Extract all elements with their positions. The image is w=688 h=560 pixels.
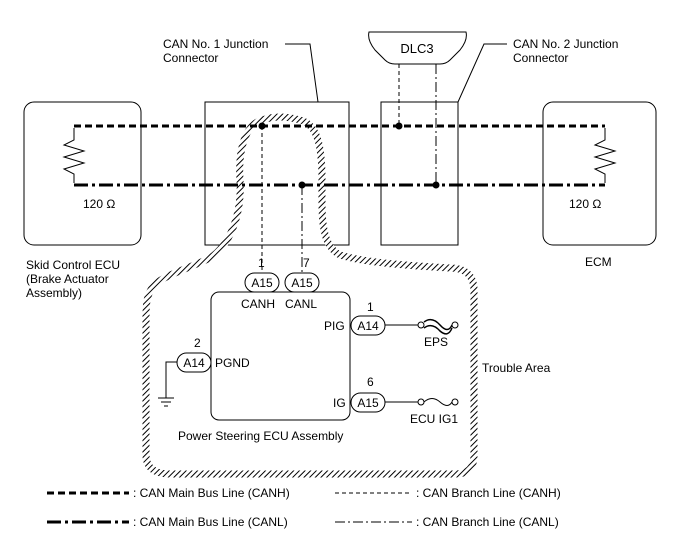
splice-canl-can2 — [432, 181, 440, 189]
can1-junction-leader — [285, 43, 319, 103]
eps-fuse-icon — [423, 318, 453, 335]
can2-junction-leader — [457, 43, 507, 103]
trouble-area-outline — [142, 113, 478, 478]
eps-label: EPS — [424, 335, 448, 349]
can2-junction-label-2: Connector — [513, 51, 568, 65]
canl-pin: 7 — [303, 256, 310, 270]
pgnd-connector-label: A14 — [183, 356, 205, 370]
canh-connector-label: A15 — [251, 276, 273, 290]
eps-fuse-terminal-left — [417, 321, 425, 329]
ig-label: IG — [333, 396, 346, 410]
ecu-ig1-label: ECU IG1 — [410, 412, 458, 426]
skid-control-ecu-box — [23, 101, 142, 246]
resistor-left — [62, 128, 86, 183]
dlc3-connector — [368, 31, 467, 65]
canl-connector-label: A15 — [291, 276, 313, 290]
ecu-ig1-fuse-terminal-right — [451, 398, 459, 406]
pgnd-label: PGND — [215, 356, 250, 370]
resistor-left-label: 120 Ω — [83, 197, 115, 211]
resistor-right-label: 120 Ω — [569, 197, 601, 211]
pig-label: PIG — [324, 319, 345, 333]
skid-ecu-label-2: (Brake Actuator — [26, 272, 109, 286]
eps-fuse-terminal-right — [451, 321, 459, 329]
ig-pin: 6 — [367, 375, 374, 389]
skid-ecu-label-3: Assembly) — [26, 286, 82, 300]
ps-ecu-label: Power Steering ECU Assembly — [178, 429, 343, 443]
ecu-ig1-fuse-icon — [423, 398, 453, 406]
pig-connector-label: A14 — [357, 319, 379, 333]
canl-connector — [284, 272, 320, 293]
ecm-box — [542, 101, 657, 246]
legend-main-canl-label: : CAN Main Bus Line (CANL) — [133, 515, 288, 529]
pgnd-pin: 2 — [194, 336, 201, 350]
resistor-right — [593, 128, 617, 183]
trouble-area-label: Trouble Area — [482, 361, 551, 375]
can1-junction-label-2: Connector — [163, 51, 218, 65]
ground-wire — [165, 361, 177, 398]
legend-main-canh-label: : CAN Main Bus Line (CANH) — [133, 486, 290, 500]
legend-branch-canl-label: : CAN Branch Line (CANL) — [416, 515, 559, 529]
pig-pin: 1 — [367, 300, 374, 314]
can1-junction-box — [204, 101, 350, 246]
can2-junction-label-1: CAN No. 2 Junction — [513, 37, 618, 51]
ecu-ig1-fuse-terminal-left — [417, 398, 425, 406]
skid-ecu-label-1: Skid Control ECU — [26, 258, 120, 272]
canl-label: CANL — [285, 297, 317, 311]
dlc3-label: DLC3 — [400, 41, 433, 56]
splice-canh-can2 — [395, 122, 403, 130]
ecm-label: ECM — [585, 255, 612, 269]
canh-connector — [244, 272, 280, 293]
legend-branch-canh-label: : CAN Branch Line (CANH) — [416, 486, 561, 500]
canh-label: CANH — [241, 297, 275, 311]
canh-pin: 1 — [258, 256, 265, 270]
can1-junction-label-1: CAN No. 1 Junction — [163, 37, 268, 51]
can2-junction-box — [380, 101, 459, 246]
ps-ecu-box — [210, 291, 351, 421]
ig-connector-label: A15 — [357, 396, 379, 410]
